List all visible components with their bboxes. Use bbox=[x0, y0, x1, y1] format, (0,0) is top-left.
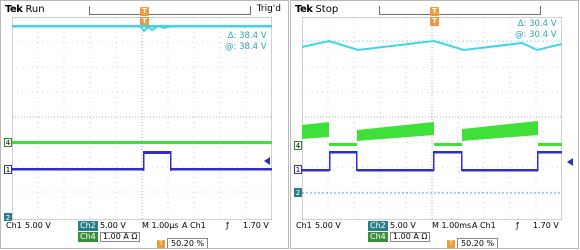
ch4-green-trace bbox=[12, 141, 272, 144]
waveform-graticule bbox=[302, 17, 562, 220]
trigger-icon: T bbox=[157, 239, 165, 248]
record-bar bbox=[379, 6, 541, 15]
trigger-position-icon: T bbox=[140, 7, 149, 16]
cursor-delta: Δ: 30.4 V bbox=[517, 19, 557, 29]
ch2-scale: 5.00 V bbox=[390, 221, 416, 230]
brand-label: Tek bbox=[295, 4, 313, 15]
trigger-point-icon: T bbox=[430, 17, 439, 26]
ch1-blue-trace bbox=[302, 151, 562, 172]
ch1-label: Ch1 bbox=[4, 221, 24, 231]
trigger-source: A Ch1 bbox=[472, 221, 496, 230]
trigger-icon: T bbox=[447, 239, 455, 248]
ch4-marker: 4 bbox=[294, 141, 302, 150]
ch4-marker: 4 bbox=[4, 138, 12, 147]
ch4-label: Ch4 bbox=[368, 232, 388, 242]
center-axes bbox=[302, 17, 562, 220]
acquisition-mode: Stop bbox=[315, 4, 339, 15]
ch3-cyan-trace bbox=[302, 39, 562, 52]
ch4-green-trace bbox=[302, 121, 562, 146]
ch2-label: Ch2 bbox=[368, 221, 388, 231]
ch1-marker: 1 bbox=[294, 165, 302, 174]
cursor-readout: Δ: 30.4 V @: 30.4 V bbox=[515, 19, 557, 41]
record-bar bbox=[89, 6, 251, 15]
trigger-point-icon: T bbox=[140, 17, 149, 26]
waveform-graticule bbox=[12, 17, 272, 220]
trigger-level-icon bbox=[567, 158, 573, 166]
ch4-scale: 1.00 A Ω bbox=[100, 232, 141, 242]
timebase: M 1.00ms bbox=[432, 221, 472, 230]
brand-label: Tek bbox=[5, 4, 23, 15]
trigger-status: Trig'd bbox=[256, 4, 281, 14]
cursor-delta: Δ: 38.4 V bbox=[227, 31, 267, 41]
trigger-level-icon bbox=[264, 157, 270, 165]
cursor-readout: Δ: 38.4 V @: 38.4 V bbox=[225, 31, 267, 53]
cursor-at: @: 38.4 V bbox=[225, 42, 267, 52]
ch2-marker: 2 bbox=[294, 188, 302, 197]
ch2-scale: 5.00 V bbox=[100, 221, 126, 230]
trigger-position-icon: T bbox=[430, 7, 439, 16]
ch4-label: Ch4 bbox=[78, 232, 98, 242]
trigger-slope-icon: ƒ bbox=[516, 221, 519, 230]
timebase: M 1.00µs bbox=[142, 221, 179, 230]
status-bar: Ch1 5.00 V Ch2 5.00 V M 1.00ms A Ch1 ƒ 1… bbox=[291, 219, 578, 248]
cursor-at: @: 30.4 V bbox=[515, 30, 557, 40]
ch1-blue-trace bbox=[12, 151, 272, 171]
ch1-label: Ch1 bbox=[294, 221, 314, 231]
trigger-source: A Ch1 bbox=[182, 221, 206, 230]
ch1-scale: 5.00 V bbox=[315, 221, 341, 230]
acquisition-mode: Run bbox=[25, 4, 45, 15]
ch2-label: Ch2 bbox=[78, 221, 98, 231]
center-axes bbox=[12, 17, 272, 220]
trigger-slope-icon: ƒ bbox=[226, 221, 229, 230]
status-bar: Ch1 5.00 V Ch2 5.00 V M 1.00µs A Ch1 ƒ 1… bbox=[1, 219, 288, 248]
ch4-scale: 1.00 A Ω bbox=[390, 232, 431, 242]
trigger-level: 1.70 V bbox=[533, 221, 559, 230]
trigger-level: 1.70 V bbox=[243, 221, 269, 230]
ch1-marker: 1 bbox=[4, 165, 12, 174]
ch1-scale: 5.00 V bbox=[25, 221, 51, 230]
